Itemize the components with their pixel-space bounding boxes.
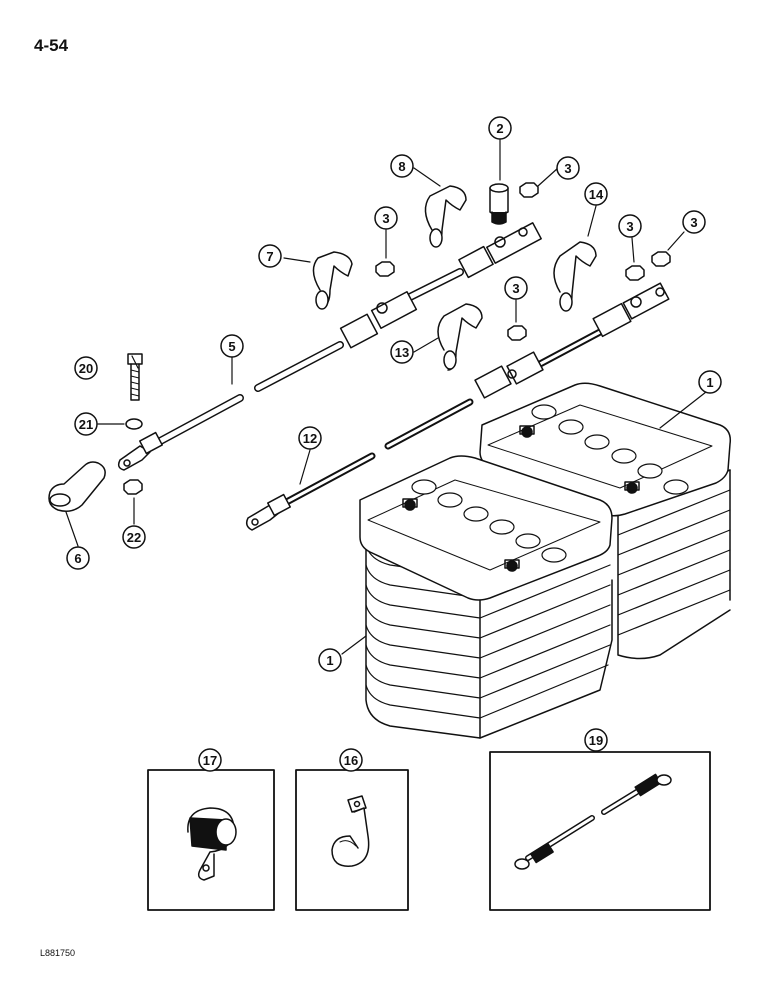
cable-5 — [117, 222, 542, 471]
inset-19: 19 — [489, 728, 711, 911]
callout-22: 22 — [122, 525, 146, 549]
svg-text:8: 8 — [398, 159, 405, 174]
inset-16: 16 — [295, 748, 409, 911]
svg-text:3: 3 — [382, 211, 389, 226]
callout-20: 20 — [74, 356, 98, 380]
bolt-20 — [127, 353, 143, 401]
svg-text:21: 21 — [79, 417, 93, 432]
washer-21 — [125, 418, 143, 430]
svg-text:13: 13 — [395, 345, 409, 360]
svg-text:3: 3 — [512, 281, 519, 296]
svg-text:6: 6 — [74, 551, 81, 566]
insulator-8 — [424, 185, 467, 248]
callout-13: 13 — [390, 340, 414, 364]
callout-1: 1 — [698, 370, 722, 394]
svg-text:3: 3 — [626, 219, 633, 234]
insulator-13 — [437, 303, 483, 371]
svg-text:7: 7 — [266, 249, 273, 264]
svg-text:3: 3 — [564, 161, 571, 176]
cable-12 — [245, 282, 670, 531]
callout-3: 3 — [682, 210, 706, 234]
svg-text:14: 14 — [589, 187, 604, 202]
callout-3: 3 — [374, 206, 398, 230]
svg-text:1: 1 — [326, 653, 333, 668]
callout-21: 21 — [74, 412, 98, 436]
svg-text:16: 16 — [344, 753, 358, 768]
svg-text:19: 19 — [589, 733, 603, 748]
page-number: 4-54 — [34, 36, 69, 55]
terminal-boot-6 — [48, 461, 106, 512]
callout-6: 6 — [66, 546, 90, 570]
leader-lines — [65, 139, 707, 771]
callout-3: 3 — [556, 156, 580, 180]
callout-3: 3 — [504, 276, 528, 300]
svg-text:17: 17 — [203, 753, 217, 768]
terminal-cap-2 — [489, 183, 509, 225]
callout-8: 8 — [390, 154, 414, 178]
callout-12: 12 — [298, 426, 322, 450]
svg-text:20: 20 — [79, 361, 93, 376]
svg-text:1: 1 — [706, 375, 713, 390]
insulator-14 — [553, 241, 597, 312]
svg-text:12: 12 — [303, 431, 317, 446]
svg-text:5: 5 — [228, 339, 235, 354]
svg-text:2: 2 — [496, 121, 503, 136]
svg-text:22: 22 — [127, 530, 141, 545]
callout-7: 7 — [258, 244, 282, 268]
callout-1: 1 — [318, 648, 342, 672]
callout-3: 3 — [618, 214, 642, 238]
inset-17: 17 — [147, 748, 275, 911]
callout-14: 14 — [584, 182, 608, 206]
callout-5: 5 — [220, 334, 244, 358]
nut-3 — [375, 182, 671, 341]
insulator-7 — [312, 251, 353, 310]
drawing-code: L881750 — [40, 948, 76, 958]
nut-22 — [123, 479, 143, 495]
svg-text:3: 3 — [690, 215, 697, 230]
battery-front — [359, 455, 613, 739]
callout-2: 2 — [488, 116, 512, 140]
